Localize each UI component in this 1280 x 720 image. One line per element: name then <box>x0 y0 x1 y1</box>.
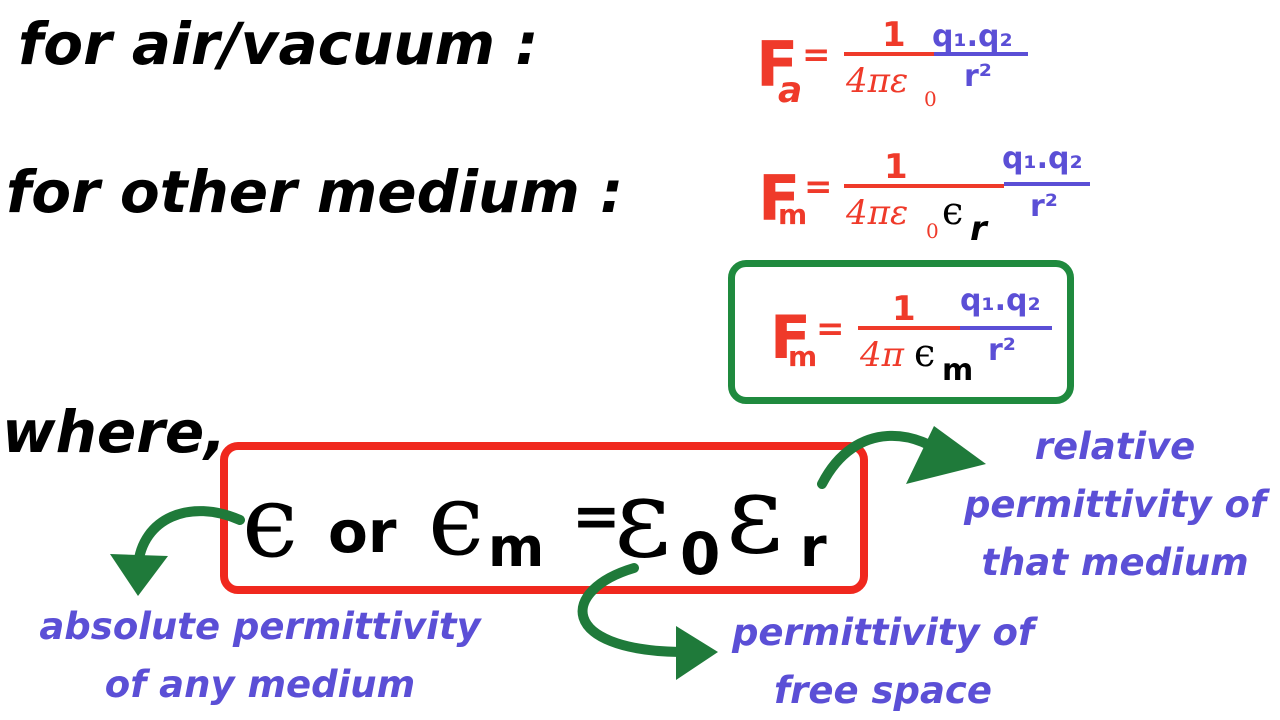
formula-r-squared: r² <box>988 333 1016 368</box>
formula-equals: = <box>816 309 845 349</box>
symbol-epsilon-zero-sub: 0 <box>680 520 720 586</box>
formula-denominator: 4πε <box>845 193 908 233</box>
formula-epsilon: ϵ <box>914 331 935 375</box>
note-free-space: permittivity of free space <box>716 604 1050 720</box>
word-or: or <box>328 498 397 566</box>
arrow-free-space <box>577 563 685 657</box>
formula-equals: = <box>802 35 831 75</box>
formula-r-squared: r² <box>964 59 992 94</box>
arrowhead-free-space <box>676 626 718 680</box>
formula-force-medium-absolute: F m = 1 4π ϵ m q₁.q₂ r² <box>770 283 1052 388</box>
symbol-epsilon: ϵ <box>242 463 298 580</box>
symbol-epsilon-m-sub: m <box>488 516 544 579</box>
symbol-epsilon-zero: ε <box>614 454 671 582</box>
symbol-epsilon-r-sub: r <box>800 516 827 579</box>
formula-F: F <box>770 303 811 373</box>
formula-numerator: 1 <box>892 289 916 329</box>
formula-force-air: F a = 1 4πε 0 q₁.q₂ r² <box>756 15 1028 110</box>
heading-air-vacuum: for air/vacuum : <box>18 10 539 78</box>
formula-den-sub: 0 <box>926 219 939 243</box>
arrowhead-absolute <box>110 554 168 596</box>
green-formula-box <box>728 260 1074 404</box>
heading-other-medium: for other medium : <box>6 158 624 226</box>
arrowhead-relative <box>906 426 986 484</box>
relation-equation: ϵ or ϵ m = ε 0 ε r <box>242 452 827 586</box>
note-relative-line2: permittivity of <box>963 483 1267 526</box>
note-relative-line3: that medium <box>981 541 1249 584</box>
formula-equals: = <box>804 167 833 207</box>
heading-where: where, <box>2 398 227 466</box>
formula-den-sub: 0 <box>924 87 937 110</box>
formula-force-medium: F m = 1 4πε 0 ϵ r q₁.q₂ r² <box>758 141 1090 244</box>
formula-F: F <box>758 162 800 235</box>
formula-r-squared: r² <box>1030 189 1058 224</box>
formula-denominator: 4πε <box>845 61 908 101</box>
note-relative-permittivity: relative permittivity of that medium <box>950 418 1280 592</box>
note-free-line2: free space <box>774 669 992 712</box>
formula-sub-m: m <box>788 340 817 373</box>
formula-charges: q₁.q₂ <box>960 283 1041 318</box>
formula-numerator: 1 <box>882 15 906 55</box>
formula-eps-sub-r: r <box>970 209 989 244</box>
symbol-equals: = <box>572 482 621 550</box>
formula-eps-sub-m: m <box>942 353 973 388</box>
formula-numerator: 1 <box>884 147 908 187</box>
note-absolute-line2: of any medium <box>104 663 416 706</box>
formula-denominator: 4π <box>859 335 905 375</box>
symbol-epsilon-r: ε <box>726 452 783 578</box>
note-absolute-permittivity: absolute permittivity of any medium <box>20 598 500 714</box>
formula-F: F <box>756 28 798 101</box>
formula-charges: q₁.q₂ <box>1002 141 1083 176</box>
arrow-absolute <box>133 506 245 571</box>
note-free-line1: permittivity of <box>731 611 1035 654</box>
formula-epsilon: ϵ <box>942 189 963 233</box>
symbol-epsilon-m: ϵ <box>428 461 484 578</box>
note-absolute-line1: absolute permittivity <box>39 605 481 648</box>
formula-charges: q₁.q₂ <box>932 19 1013 54</box>
formula-sub-a: a <box>778 70 802 110</box>
note-relative-line1: relative <box>1034 425 1196 468</box>
formula-sub-m: m <box>778 198 807 231</box>
